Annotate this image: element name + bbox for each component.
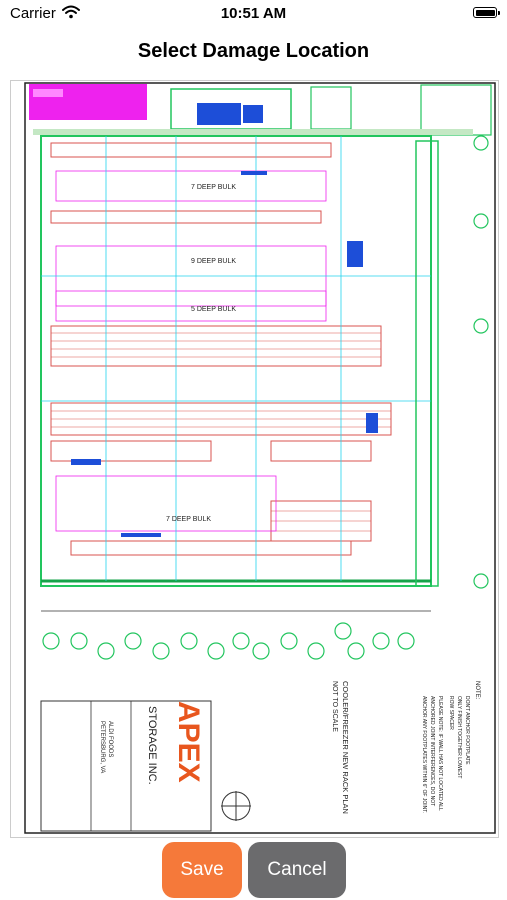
- wifi-icon: [62, 5, 80, 19]
- note-line: ANCHOR ANY FOOTPLATES WITHIN 6" OF JOINT…: [421, 696, 427, 813]
- floor-plan-drawing: 7 DEEP BULK 9 DEEP BULK 5 DEEP BULK 7 DE…: [24, 82, 496, 834]
- note-line: DON'T ANCHOR FOOTPLATE: [464, 696, 470, 765]
- plan-title: COOLER/FREEZER NEW RACK PLAN: [341, 681, 350, 814]
- client-name: ALDI FOODS: [107, 721, 113, 757]
- note-line: ONLY FINISH TOGETHER LOWEST: [456, 696, 462, 778]
- status-time: 10:51 AM: [220, 5, 287, 22]
- bulk-label: 9 DEEP BULK: [191, 258, 236, 265]
- apex-logo: APEX: [172, 701, 205, 783]
- note-line: ROW SPACER: [448, 696, 454, 730]
- note-line: PLEASE NOTE: IF WALL HAS NOT LOCATED ALL: [437, 696, 443, 811]
- action-bar: Save Cancel: [0, 842, 507, 898]
- note-heading: NOTE:: [474, 681, 480, 700]
- bulk-label: 7 DEEP BULK: [166, 516, 211, 523]
- page-title: Select Damage Location: [137, 40, 370, 62]
- bulk-label: 7 DEEP BULK: [191, 184, 236, 191]
- bulk-label: 5 DEEP BULK: [191, 306, 236, 313]
- scale-note: NOT TO SCALE: [331, 681, 338, 732]
- save-button[interactable]: Save: [162, 842, 242, 898]
- apex-logo-sub: STORAGE INC.: [146, 706, 158, 785]
- client-city: PETERSBURG, VA: [99, 721, 105, 773]
- note-line: ANCHORED JOINT INTERFERENCES, DO NOT: [429, 696, 435, 806]
- status-bar: Carrier 10:51 AM: [0, 0, 507, 30]
- battery-icon: [473, 7, 500, 18]
- cancel-button[interactable]: Cancel: [248, 842, 346, 898]
- floor-plan-canvas[interactable]: 7 DEEP BULK 9 DEEP BULK 5 DEEP BULK 7 DE…: [10, 80, 499, 838]
- carrier-label: Carrier: [10, 5, 56, 22]
